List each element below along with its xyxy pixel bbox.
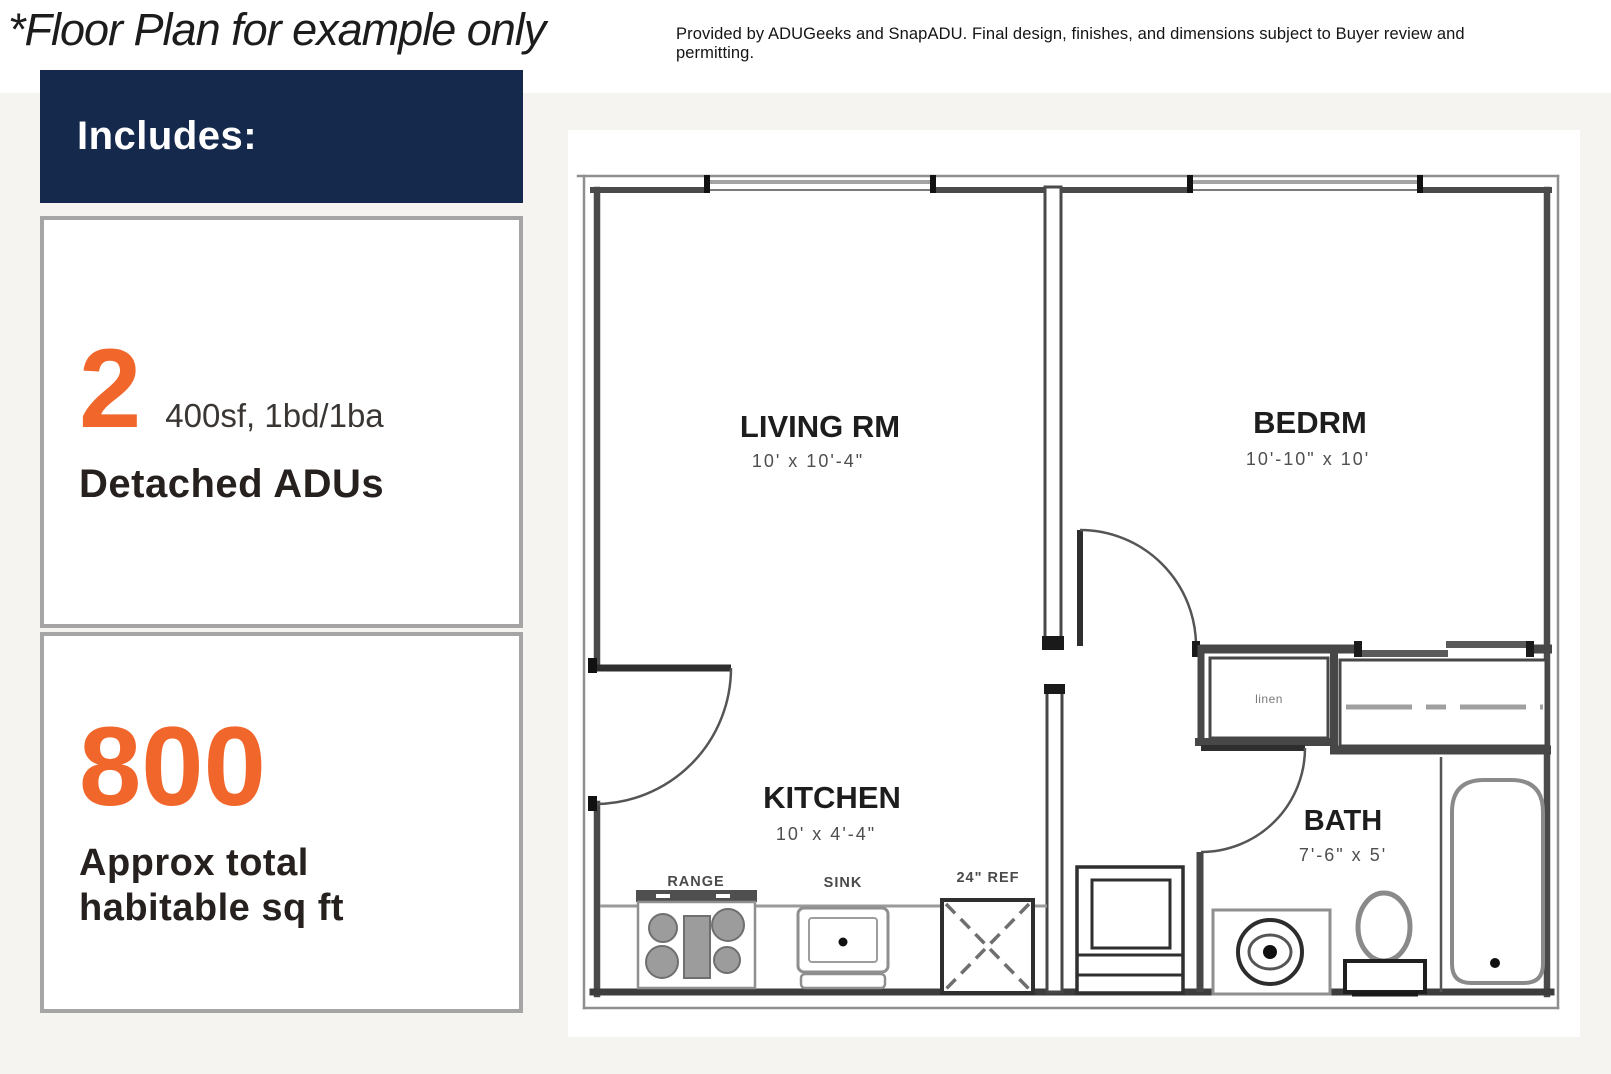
- range-label: RANGE: [667, 874, 724, 890]
- room-label-living: LIVING RM: [740, 409, 900, 444]
- room-label-kitchen: KITCHEN: [763, 780, 901, 815]
- unit-spec: 400sf, 1bd/1ba: [165, 397, 384, 435]
- floor-plan: LIVING RM 10' x 10'-4" BEDRM 10'-10" x 1…: [568, 130, 1580, 1037]
- unit-card-label: Detached ADUs: [79, 461, 385, 506]
- includes-label: Includes:: [77, 114, 258, 158]
- range: [636, 890, 757, 990]
- sqft-label-line2: habitable sq ft: [79, 886, 345, 929]
- bathtub: [1439, 757, 1545, 992]
- sink-label: SINK: [824, 875, 863, 891]
- disclaimer-text: Provided by ADUGeeks and SnapADU. Final …: [676, 25, 1465, 62]
- room-dims-bedroom: 10'-10" x 10': [1246, 449, 1370, 469]
- bath-door: [1196, 745, 1307, 992]
- sqft-card-label: Approx total habitable sq ft: [44, 841, 519, 931]
- vanity-sink: [1211, 908, 1332, 996]
- living-bedroom-wall: [1042, 185, 1064, 650]
- unit-count-number: 2: [79, 326, 141, 452]
- fridge-label: 24" REF: [956, 870, 1019, 886]
- exterior-walls: [576, 174, 1560, 1010]
- unit-count-row: 2 400sf, 1bd/1ba: [44, 326, 519, 452]
- entry-door: [588, 658, 733, 811]
- floor-plan-drawing: LIVING RM 10' x 10'-4" BEDRM 10'-10" x 1…: [576, 174, 1560, 1010]
- room-dims-bath: 7'-6" x 5': [1299, 845, 1387, 865]
- toilet: [1343, 890, 1427, 997]
- windows: [704, 175, 1423, 193]
- kitchen-hall-wall: [1044, 684, 1065, 994]
- linen-closet: [1195, 645, 1338, 748]
- sqft-label-line1: Approx total: [79, 841, 309, 884]
- bedroom-door: [1077, 528, 1198, 647]
- sqft-number-row: 800: [44, 704, 519, 830]
- sqft-card: 800 Approx total habitable sq ft: [40, 632, 523, 1013]
- includes-header: Includes:: [40, 70, 523, 203]
- unit-count-card: 2 400sf, 1bd/1ba Detached ADUs: [40, 216, 523, 628]
- bedroom-closet: [1330, 658, 1551, 755]
- page-title: *Floor Plan for example only: [8, 4, 546, 55]
- room-dims-living: 10' x 10'-4": [752, 451, 864, 471]
- room-label-bedroom: BEDRM: [1253, 405, 1367, 440]
- washer: [1075, 865, 1185, 995]
- room-dims-kitchen: 10' x 4'-4": [776, 824, 876, 844]
- room-label-bath: BATH: [1304, 805, 1382, 837]
- hallway-walls: [1192, 641, 1552, 657]
- kitchen-sink: [796, 906, 890, 990]
- sqft-number: 800: [79, 704, 266, 830]
- refrigerator: [940, 898, 1035, 995]
- linen-label: linen: [1255, 692, 1283, 706]
